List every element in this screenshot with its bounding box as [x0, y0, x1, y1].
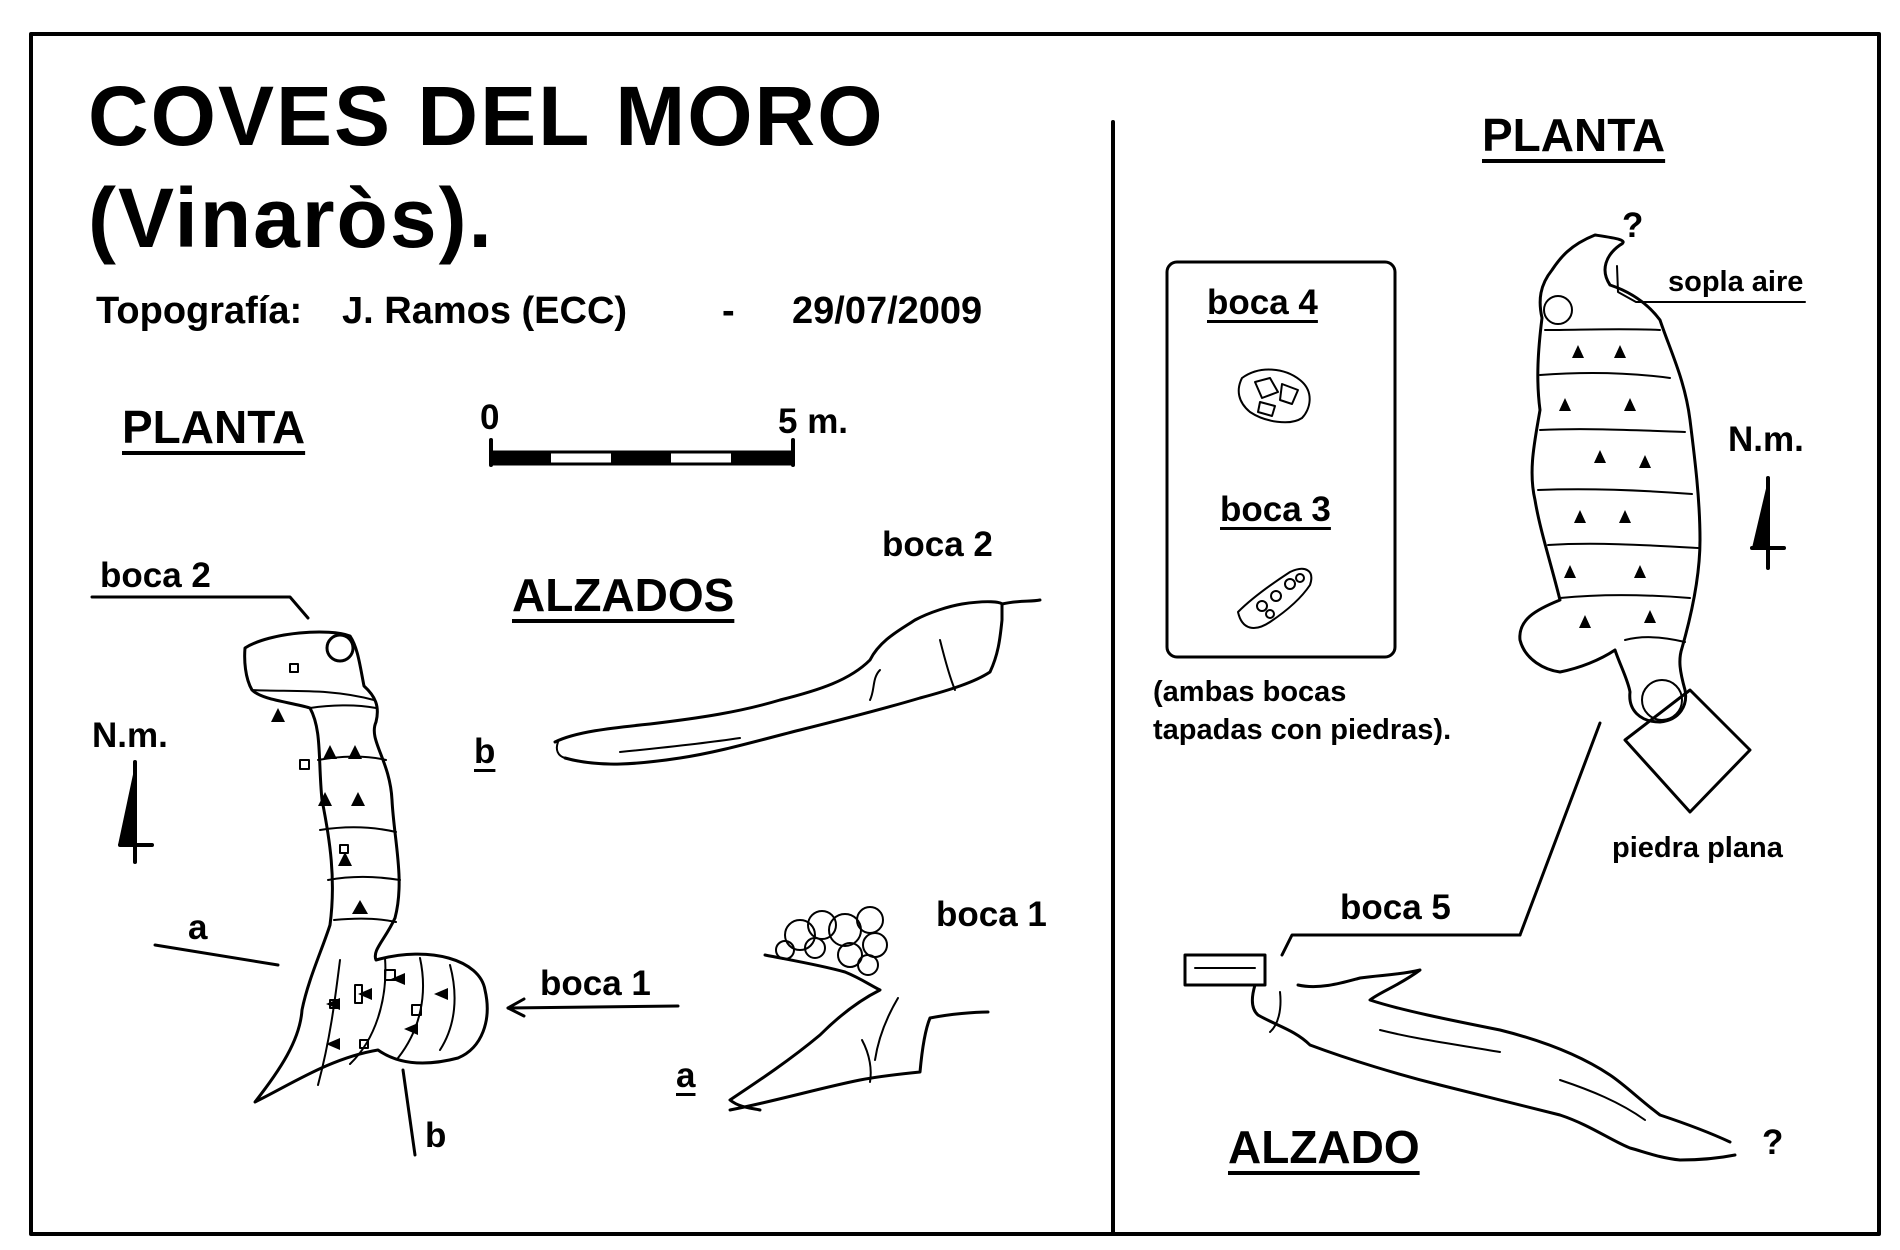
piedra-plana-label: piedra plana	[1612, 832, 1783, 864]
boca3-sketch	[1237, 567, 1313, 629]
right-boca5-label: boca 5	[1340, 888, 1451, 927]
unexplored-north-marker: ?	[1622, 206, 1644, 245]
boca4-sketch	[1237, 368, 1311, 424]
inset-boca3-label: boca 3	[1220, 490, 1331, 529]
scale-start-label: 0	[480, 398, 500, 437]
elevation-b-entrance: boca 2	[882, 525, 993, 564]
alzados-heading: ALZADOS	[512, 569, 735, 621]
unexplored-end-marker: ?	[1762, 1123, 1784, 1162]
left-boca1-label: boca 1	[540, 964, 651, 1003]
alzado-heading: ALZADO	[1228, 1121, 1420, 1173]
elevation-b-marker: b	[474, 732, 496, 771]
north-arrow-right	[1750, 476, 1786, 570]
right-north-label: N.m.	[1728, 420, 1804, 459]
sheet-frame	[29, 32, 1881, 1236]
left-planta-heading: PLANTA	[122, 401, 306, 453]
north-arrow-left	[118, 760, 154, 864]
sopla-aire-label: sopla aire	[1668, 266, 1804, 298]
elevation-a-marker: a	[676, 1056, 696, 1095]
credit-label: Topografía:	[96, 290, 303, 332]
elevation-b	[553, 598, 1042, 766]
inset-boca4-label: boca 4	[1207, 283, 1318, 322]
credit-separator: -	[722, 290, 735, 332]
left-north-label: N.m.	[92, 716, 168, 755]
elevation-a	[728, 906, 990, 1112]
right-elevation	[1183, 953, 1737, 1162]
section-b-label: b	[425, 1116, 447, 1155]
right-planta-heading: PLANTA	[1482, 109, 1666, 161]
title-line-2: (Vinaròs).	[88, 171, 494, 265]
scale-bar	[489, 438, 795, 467]
right-cave-plan	[1280, 233, 1806, 957]
elevation-a-entrance: boca 1	[936, 895, 1047, 934]
credit-date: 29/07/2009	[792, 290, 983, 332]
credit-author: J. Ramos (ECC)	[342, 290, 628, 332]
inset-box	[1165, 260, 1397, 659]
left-boca2-label: boca 2	[100, 556, 211, 595]
inset-note-line-2: tapadas con piedras).	[1153, 714, 1452, 746]
title-line-1: COVES DEL MORO	[88, 69, 885, 163]
left-cave-plan	[90, 595, 680, 1157]
scale-end-label: 5 m.	[778, 402, 849, 441]
section-a-label: a	[188, 908, 208, 947]
inset-note-line-1: (ambas bocas	[1153, 676, 1347, 708]
